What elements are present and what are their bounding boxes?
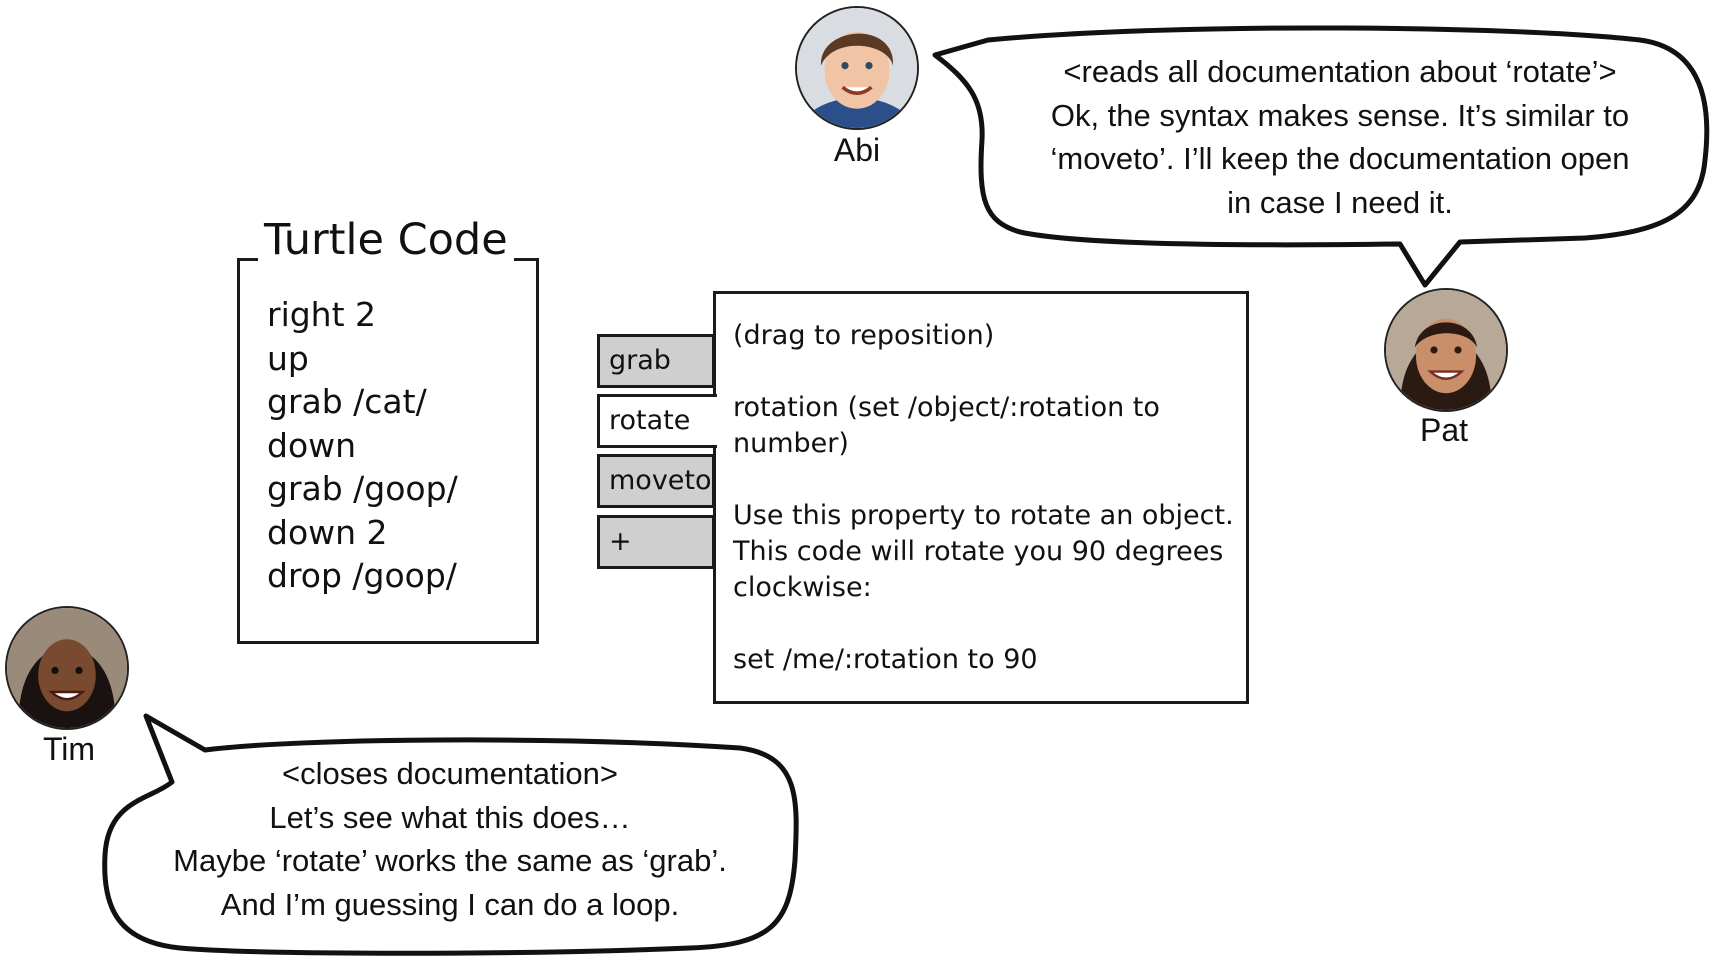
doc-description: Use this property to rotate an object. T… bbox=[733, 498, 1234, 606]
doc-description-line: This code will rotate you 90 degrees bbox=[733, 536, 1224, 567]
tim-speech-line: Maybe ‘rotate’ works the same as ‘grab’. bbox=[173, 843, 727, 878]
turtle-code-title: Turtle Code bbox=[258, 215, 514, 265]
tab-grab[interactable]: grab bbox=[597, 334, 715, 388]
code-line[interactable]: up bbox=[267, 338, 309, 378]
abi-speech-line: in case I need it. bbox=[1227, 184, 1453, 220]
tim-avatar bbox=[5, 606, 129, 730]
code-line[interactable]: drop /goop/ bbox=[267, 556, 457, 595]
abi-speech-line: ‘moveto’. I’ll keep the documentation op… bbox=[1050, 141, 1630, 176]
add-tab-button[interactable]: + bbox=[597, 515, 715, 569]
documentation-panel[interactable]: (drag to reposition) rotation (set /obje… bbox=[713, 291, 1249, 704]
drag-hint[interactable]: (drag to reposition) bbox=[733, 320, 995, 351]
doc-description-line: Use this property to rotate an object. bbox=[733, 500, 1234, 531]
abi-speech-line: Ok, the syntax makes sense. It’s similar… bbox=[1050, 97, 1630, 133]
code-line[interactable]: down 2 bbox=[267, 512, 388, 552]
code-line[interactable]: grab /cat/ bbox=[267, 382, 427, 421]
tim-speech-line: Let’s see what this does… bbox=[269, 799, 631, 835]
abi-speech-text: <reads all documentation about ‘rotate’>… bbox=[995, 50, 1685, 224]
tim-speech-text: <closes documentation> Let’s see what th… bbox=[120, 752, 780, 926]
abi-avatar bbox=[795, 6, 919, 130]
tim-speech-bubble bbox=[102, 713, 799, 956]
abi-speech-bubble bbox=[932, 25, 1710, 288]
doc-signature-line: rotation (set /object/:rotation to bbox=[733, 392, 1160, 423]
turtle-code-lines[interactable]: right 2 up grab /cat/ down grab /goop/ d… bbox=[267, 293, 458, 598]
tim-speech-line: <closes documentation> bbox=[281, 756, 619, 791]
code-line[interactable]: right 2 bbox=[267, 295, 377, 334]
code-line[interactable]: grab /goop/ bbox=[267, 469, 458, 508]
code-line[interactable]: down bbox=[267, 425, 357, 465]
pat-name: Pat bbox=[1419, 412, 1469, 448]
tim-name: Tim bbox=[42, 731, 96, 767]
tab-rotate[interactable]: rotate bbox=[597, 394, 717, 448]
doc-description-line: clockwise: bbox=[733, 572, 872, 603]
tim-speech-line: And I’m guessing I can do a loop. bbox=[220, 886, 680, 922]
pat-avatar bbox=[1384, 288, 1508, 412]
doc-signature: rotation (set /object/:rotation to numbe… bbox=[733, 390, 1160, 462]
doc-signature-line: number) bbox=[733, 428, 849, 459]
turtle-code-panel[interactable] bbox=[237, 258, 539, 644]
abi-speech-line: <reads all documentation about ‘rotate’> bbox=[1063, 54, 1617, 89]
doc-example-code: set /me/:rotation to 90 bbox=[733, 644, 1038, 675]
tab-moveto[interactable]: moveto bbox=[597, 454, 715, 508]
abi-name: Abi bbox=[833, 132, 881, 168]
